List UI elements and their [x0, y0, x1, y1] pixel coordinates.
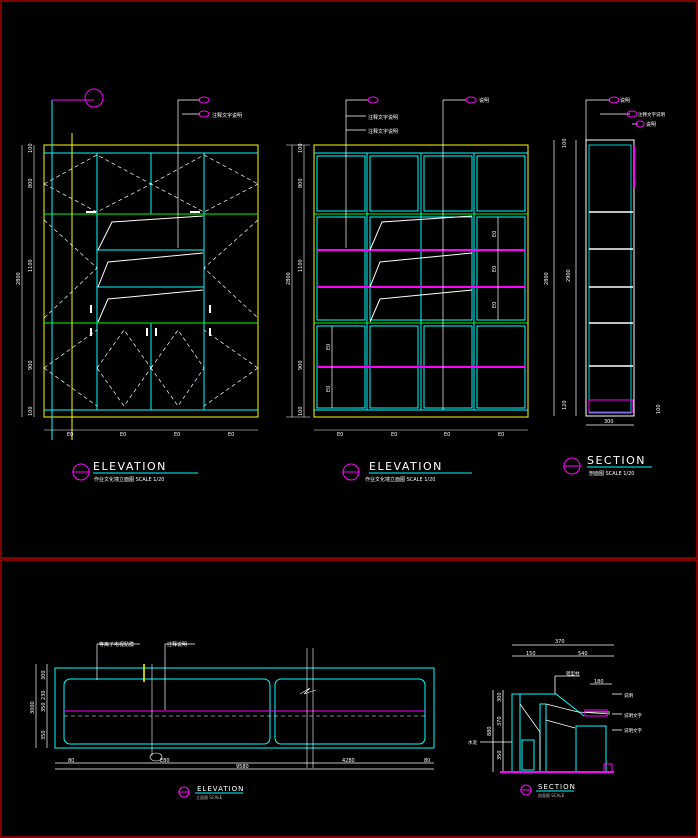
svg-text:E0: E0 [120, 432, 126, 438]
svg-text:800: 800 [298, 178, 304, 188]
elev3-dims-vertical: 230 350 300 350 3000 [30, 670, 47, 740]
elev1-dims-vertical: 100 800 1100 900 100 2800 [16, 143, 34, 416]
elevation-1: 注释文字说明 100 800 1100 900 100 2800 E0 E0 E… [16, 88, 259, 483]
elev1-title: ELEVATION [93, 460, 167, 473]
elev2-note-1: 注释文字说明 [368, 114, 398, 121]
svg-text:300: 300 [604, 419, 614, 425]
svg-text:350: 350 [41, 702, 47, 712]
section2-note-1: 铝型材 [566, 670, 580, 677]
elev2-note-2: 注释文字说明 [368, 128, 398, 135]
elev2-title: ELEVATION [369, 460, 443, 473]
section2-note-4: 说明文字 [624, 727, 642, 734]
section-1: 说明 注释文字说明 说明 100 2900 120 100 2800 300 S… [544, 96, 665, 477]
svg-text:900: 900 [28, 360, 34, 370]
svg-text:880: 880 [487, 726, 493, 736]
svg-text:100: 100 [298, 406, 304, 416]
svg-text:E0: E0 [228, 432, 234, 438]
elev2-dims-vertical: 100 800 1100 900 100 2800 [286, 143, 304, 416]
section1-title: SECTION [587, 454, 646, 467]
section2-subtitle: 剖面图 SCALE [538, 792, 565, 798]
elev2-note-3: 说明 [479, 97, 489, 104]
svg-text:100: 100 [298, 143, 304, 153]
elev3-note-1: 等离子电视贴膜 [99, 641, 134, 648]
svg-text:370: 370 [555, 639, 565, 645]
svg-text:800: 800 [28, 178, 34, 188]
section1-subtitle: 剖面图 SCALE 1/20 [589, 470, 634, 477]
svg-text:300: 300 [497, 692, 503, 702]
elev1-dims-horizontal: E0 E0 E0 E0 [67, 432, 234, 438]
svg-text:350: 350 [497, 750, 503, 760]
svg-text:E0: E0 [492, 266, 498, 272]
section2-title: SECTION [538, 783, 576, 791]
svg-text:180: 180 [594, 679, 604, 685]
section2-note-3: 说明文字 [624, 712, 642, 719]
sheet-frame-top [0, 0, 698, 559]
svg-text:230: 230 [41, 690, 47, 700]
sheet-frame-bottom [0, 559, 698, 838]
section1-dims: 100 2900 120 100 2800 300 [544, 138, 662, 425]
svg-text:150: 150 [526, 651, 536, 657]
svg-text:2800: 2800 [286, 272, 292, 285]
svg-text:300: 300 [41, 670, 47, 680]
svg-text:2800: 2800 [16, 272, 22, 285]
svg-text:350: 350 [41, 730, 47, 740]
elev3-note-2: 注释说明 [167, 641, 187, 648]
svg-text:100: 100 [28, 406, 34, 416]
section1-note-3: 说明 [646, 121, 656, 128]
svg-text:80: 80 [424, 758, 430, 764]
svg-text:E0: E0 [391, 432, 397, 438]
svg-text:4280: 4280 [342, 758, 355, 764]
svg-text:100: 100 [28, 143, 34, 153]
elevation-2: 注释文字说明 注释文字说明 说明 E0 E0 E0 E0 E0 100 800 … [286, 96, 529, 483]
svg-text:E0: E0 [498, 432, 504, 438]
svg-text:E0: E0 [337, 432, 343, 438]
elev1-subtitle: 作业文化墙立面图 SCALE 1/20 [94, 476, 164, 483]
svg-text:E0: E0 [326, 344, 332, 350]
svg-text:80: 80 [68, 758, 74, 764]
elev3-title: ELEVATION [197, 785, 244, 793]
svg-text:540: 540 [578, 651, 588, 657]
section2-dims: 370 150 540 180 370 350 300 880 [487, 639, 604, 760]
elev1-note-1: 注释文字说明 [212, 112, 242, 119]
svg-text:120: 120 [562, 400, 568, 410]
elevation-3: 等离子电视贴膜 注释说明 230 350 300 350 3000 80 E80… [30, 641, 435, 800]
section1-note-1: 说明 [620, 97, 630, 104]
svg-text:900: 900 [298, 360, 304, 370]
svg-text:2900: 2900 [566, 269, 572, 282]
svg-text:3000: 3000 [30, 701, 36, 714]
svg-text:E0: E0 [492, 302, 498, 308]
svg-text:1100: 1100 [298, 259, 304, 272]
elev3-dims-horizontal: 80 E80 4280 80 9580 [68, 758, 430, 770]
svg-text:E0: E0 [492, 231, 498, 237]
section2-note-2: 说明 [624, 692, 633, 699]
svg-text:1100: 1100 [28, 259, 34, 272]
svg-text:E80: E80 [160, 758, 170, 764]
svg-text:E0: E0 [326, 386, 332, 392]
svg-text:E0: E0 [444, 432, 450, 438]
elev3-subtitle: 立面图 SCALE [196, 794, 223, 800]
svg-text:100: 100 [656, 404, 662, 414]
section-2: 铝型材 说明 说明文字 说明文字 水泥 370 150 540 180 370 … [468, 639, 642, 798]
section1-note-2: 注释文字说明 [638, 111, 665, 118]
elev2-shelf-dims: E0 E0 E0 E0 E0 [326, 231, 498, 392]
elev2-dims-horizontal: E0 E0 E0 E0 [337, 432, 504, 438]
section2-note-5: 水泥 [468, 739, 477, 746]
svg-text:100: 100 [562, 138, 568, 148]
svg-text:370: 370 [497, 716, 503, 726]
svg-text:E0: E0 [174, 432, 180, 438]
svg-text:E0: E0 [67, 432, 73, 438]
svg-text:2800: 2800 [544, 272, 550, 285]
elev2-subtitle: 作业文化墙立面图 SCALE 1/20 [365, 476, 435, 483]
svg-text:9580: 9580 [236, 764, 249, 770]
